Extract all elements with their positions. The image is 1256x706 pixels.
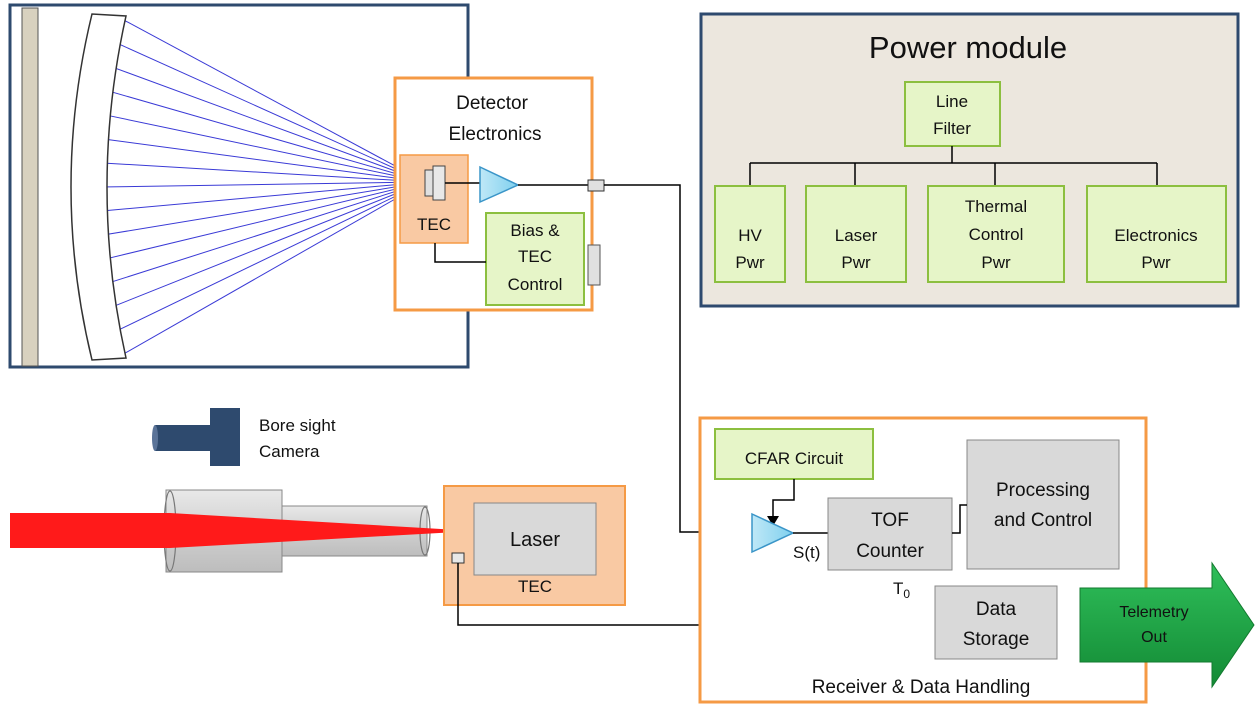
optical-ray [110, 65, 426, 183]
line-filter-label-2: Filter [933, 119, 971, 138]
camera-lens-icon [155, 425, 213, 451]
cfar-arrowhead-icon [767, 516, 779, 526]
laser-label: Laser [510, 529, 560, 551]
tof-label-1: TOF [871, 510, 909, 531]
line-filter-label-1: Line [936, 92, 968, 111]
receiver-data-handling: CFAR Circuit S(t) TOF Counter T0 Process… [698, 416, 1148, 704]
electronics-pwr-label-2: Pwr [1141, 253, 1171, 272]
telemetry-arrow-icon [1079, 561, 1255, 689]
telemetry-label-1: Telemetry [1119, 604, 1188, 621]
camera-body-icon [210, 408, 240, 466]
telemetry-label-2: Out [1141, 629, 1167, 646]
thermal-pwr-box [927, 185, 1065, 283]
laser-pwr-box [805, 185, 907, 283]
optical-ray [100, 181, 426, 212]
optical-ray [119, 181, 426, 357]
optical-ray [99, 181, 426, 188]
outgoing-laser-beam [10, 513, 475, 548]
thermal-pwr-label-2: Control [969, 225, 1024, 244]
optical-ray [114, 181, 426, 333]
cfar-threshold-line [772, 479, 795, 520]
bore-sight-camera: Bore sight Camera [152, 408, 336, 466]
detector-chip [424, 169, 434, 197]
optical-ray [101, 138, 426, 183]
detector-amplifier-icon [479, 165, 520, 204]
tof-to-processing-wire [952, 504, 967, 534]
detector-tec-label: TEC [417, 215, 451, 234]
tof-counter-box [827, 497, 953, 571]
primary-mirror [70, 13, 127, 361]
comparator-icon [751, 512, 795, 554]
camera-label-2: Camera [259, 442, 320, 461]
bias-connector [587, 244, 601, 286]
optical-ray [103, 114, 426, 183]
mirror-mount-plate [21, 7, 39, 367]
data-storage-box [934, 585, 1058, 660]
laser-tec-label: TEC [518, 577, 552, 596]
optical-ray [100, 162, 426, 183]
optical-ray [110, 181, 426, 309]
detector-output-connector [587, 179, 605, 192]
receiver-label: Receiver & Data Handling [812, 677, 1031, 698]
detector-electronics-title-1: Detector [456, 93, 528, 114]
optical-ray [106, 89, 426, 183]
laser-pwr-label-2: Pwr [841, 253, 871, 272]
optical-ray [103, 181, 426, 260]
bias-label-2: TEC [518, 247, 552, 266]
processing-control-box [966, 439, 1120, 570]
laser-pwr-label-1: Laser [835, 226, 878, 245]
bias-label-3: Control [508, 275, 563, 294]
electronics-pwr-label-1: Electronics [1114, 226, 1197, 245]
power-module: Power module Line Filter HV Pwr Laser Pw… [699, 12, 1240, 308]
power-module-title: Power module [869, 30, 1067, 65]
signal-label: S(t) [793, 543, 820, 562]
optical-ray [101, 181, 426, 236]
optical-ray [119, 17, 426, 183]
hv-pwr-box [714, 185, 786, 283]
processing-label-1: Processing [996, 480, 1090, 501]
laser-source-box [473, 502, 597, 576]
storage-label-1: Data [976, 599, 1017, 620]
cfar-circuit-box [714, 428, 874, 480]
detector-housing [432, 165, 446, 201]
camera-lens-front [152, 425, 158, 451]
tof-label-2: Counter [856, 541, 924, 562]
detector-electronics: Detector Electronics TEC Bias & TEC Cont… [393, 76, 601, 312]
telemetry-out: Telemetry Out [1079, 561, 1255, 689]
bias-tec-control-box [485, 212, 585, 306]
camera-label-1: Bore sight [259, 416, 336, 435]
hv-pwr-label-2: Pwr [735, 253, 765, 272]
electronics-pwr-box [1086, 185, 1227, 283]
cfar-label: CFAR Circuit [745, 449, 844, 468]
optical-ray [114, 41, 426, 183]
optical-ray [106, 181, 426, 285]
thermal-pwr-label-1: Thermal [965, 197, 1027, 216]
thermal-pwr-label-3: Pwr [981, 253, 1011, 272]
tec-control-wire [434, 243, 486, 263]
detector-electronics-title-2: Electronics [449, 124, 542, 145]
bias-label-1: Bias & [510, 221, 560, 240]
processing-label-2: and Control [994, 510, 1092, 531]
laser-transmitter: Laser TEC [10, 485, 626, 606]
hv-pwr-label-1: HV [738, 226, 762, 245]
storage-label-2: Storage [963, 629, 1030, 650]
laser-t0-connector [451, 552, 465, 564]
telescope-assembly [8, 3, 470, 369]
t0-label: T0 [893, 579, 910, 601]
optical-rays [99, 17, 426, 357]
